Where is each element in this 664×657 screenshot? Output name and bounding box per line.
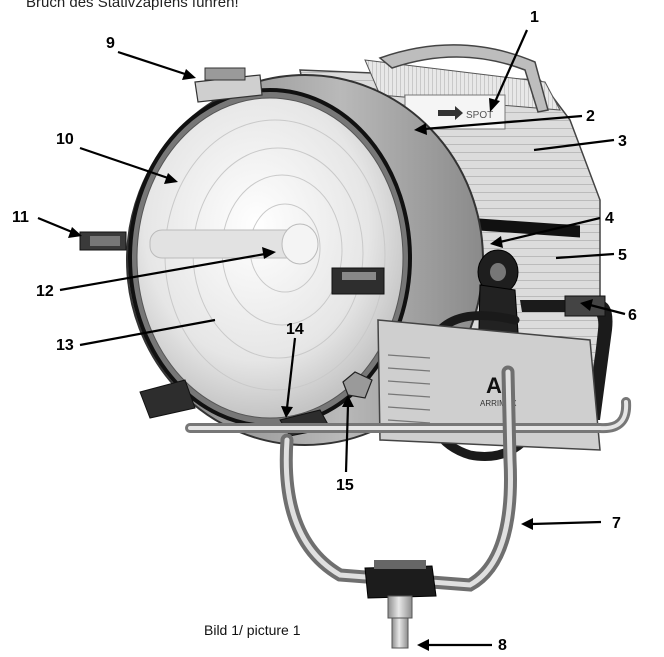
- callout-8: 8: [498, 637, 507, 654]
- leader-12: [59, 252, 266, 292]
- arrowhead-10: [164, 173, 178, 184]
- leader-15: [344, 404, 350, 473]
- leader-5: [555, 252, 615, 260]
- callout-10: 10: [56, 131, 74, 148]
- callout-12: 12: [36, 283, 54, 300]
- arrowhead-15: [342, 395, 354, 407]
- tilt-lock: [364, 560, 437, 599]
- leader-lines: [37, 29, 626, 651]
- arrowhead-4: [490, 236, 503, 248]
- callout-3: 3: [618, 133, 627, 150]
- callout-6: 6: [628, 307, 637, 324]
- callout-4: 4: [605, 210, 614, 227]
- arrowhead-7: [521, 518, 533, 530]
- callout-1: 1: [530, 9, 539, 26]
- arrowhead-12: [262, 247, 276, 259]
- spigot: [387, 595, 413, 649]
- callout-15: 15: [336, 477, 354, 494]
- header-text: Bruch des Stativzapfens führen!: [26, 0, 239, 11]
- base-frame: [185, 397, 632, 434]
- leader-10: [79, 146, 169, 180]
- arrowhead-2: [414, 123, 427, 135]
- brand-logo: A: [486, 373, 502, 398]
- leader-3: [533, 138, 615, 152]
- leader-6: [589, 303, 626, 316]
- callout-14: 14: [286, 321, 304, 338]
- side-clip: [79, 231, 127, 251]
- base-box: A ARRIMAX: [377, 319, 601, 451]
- ring-side-clip: [331, 267, 385, 295]
- lamp-bulb: [149, 223, 319, 265]
- arrowhead-1: [489, 98, 500, 112]
- leader-2: [423, 114, 583, 131]
- arrowhead-6: [580, 299, 593, 311]
- callout-5: 5: [618, 247, 627, 264]
- leader-14: [285, 337, 297, 409]
- leader-11: [37, 216, 73, 234]
- leader-1: [493, 29, 529, 103]
- top-clip: [194, 67, 263, 103]
- leader-4: [499, 216, 601, 244]
- callout-9: 9: [106, 35, 115, 52]
- arrowhead-14: [281, 406, 293, 418]
- top-handle: [378, 44, 549, 113]
- arrowhead-9: [182, 69, 196, 80]
- callout-numbers: 1 2 3 4 5 6 7 8 9 10 11 12 13 14 15: [12, 9, 637, 654]
- stand-yoke: [279, 365, 517, 592]
- spot-label: SPOT: [466, 110, 493, 121]
- brand-label: ARRIMAX: [480, 399, 517, 408]
- callout-13: 13: [56, 337, 74, 354]
- callout-2: 2: [586, 108, 595, 125]
- callout-7: 7: [612, 515, 621, 532]
- leader-13: [79, 318, 216, 347]
- callout-11: 11: [12, 209, 29, 226]
- lower-clip: [342, 371, 373, 399]
- arrowhead-8: [417, 639, 429, 651]
- arrowhead-11: [68, 227, 82, 238]
- leader-7: [531, 520, 602, 526]
- leader-9: [117, 50, 186, 76]
- figure-caption: Bild 1/ picture 1: [204, 622, 301, 638]
